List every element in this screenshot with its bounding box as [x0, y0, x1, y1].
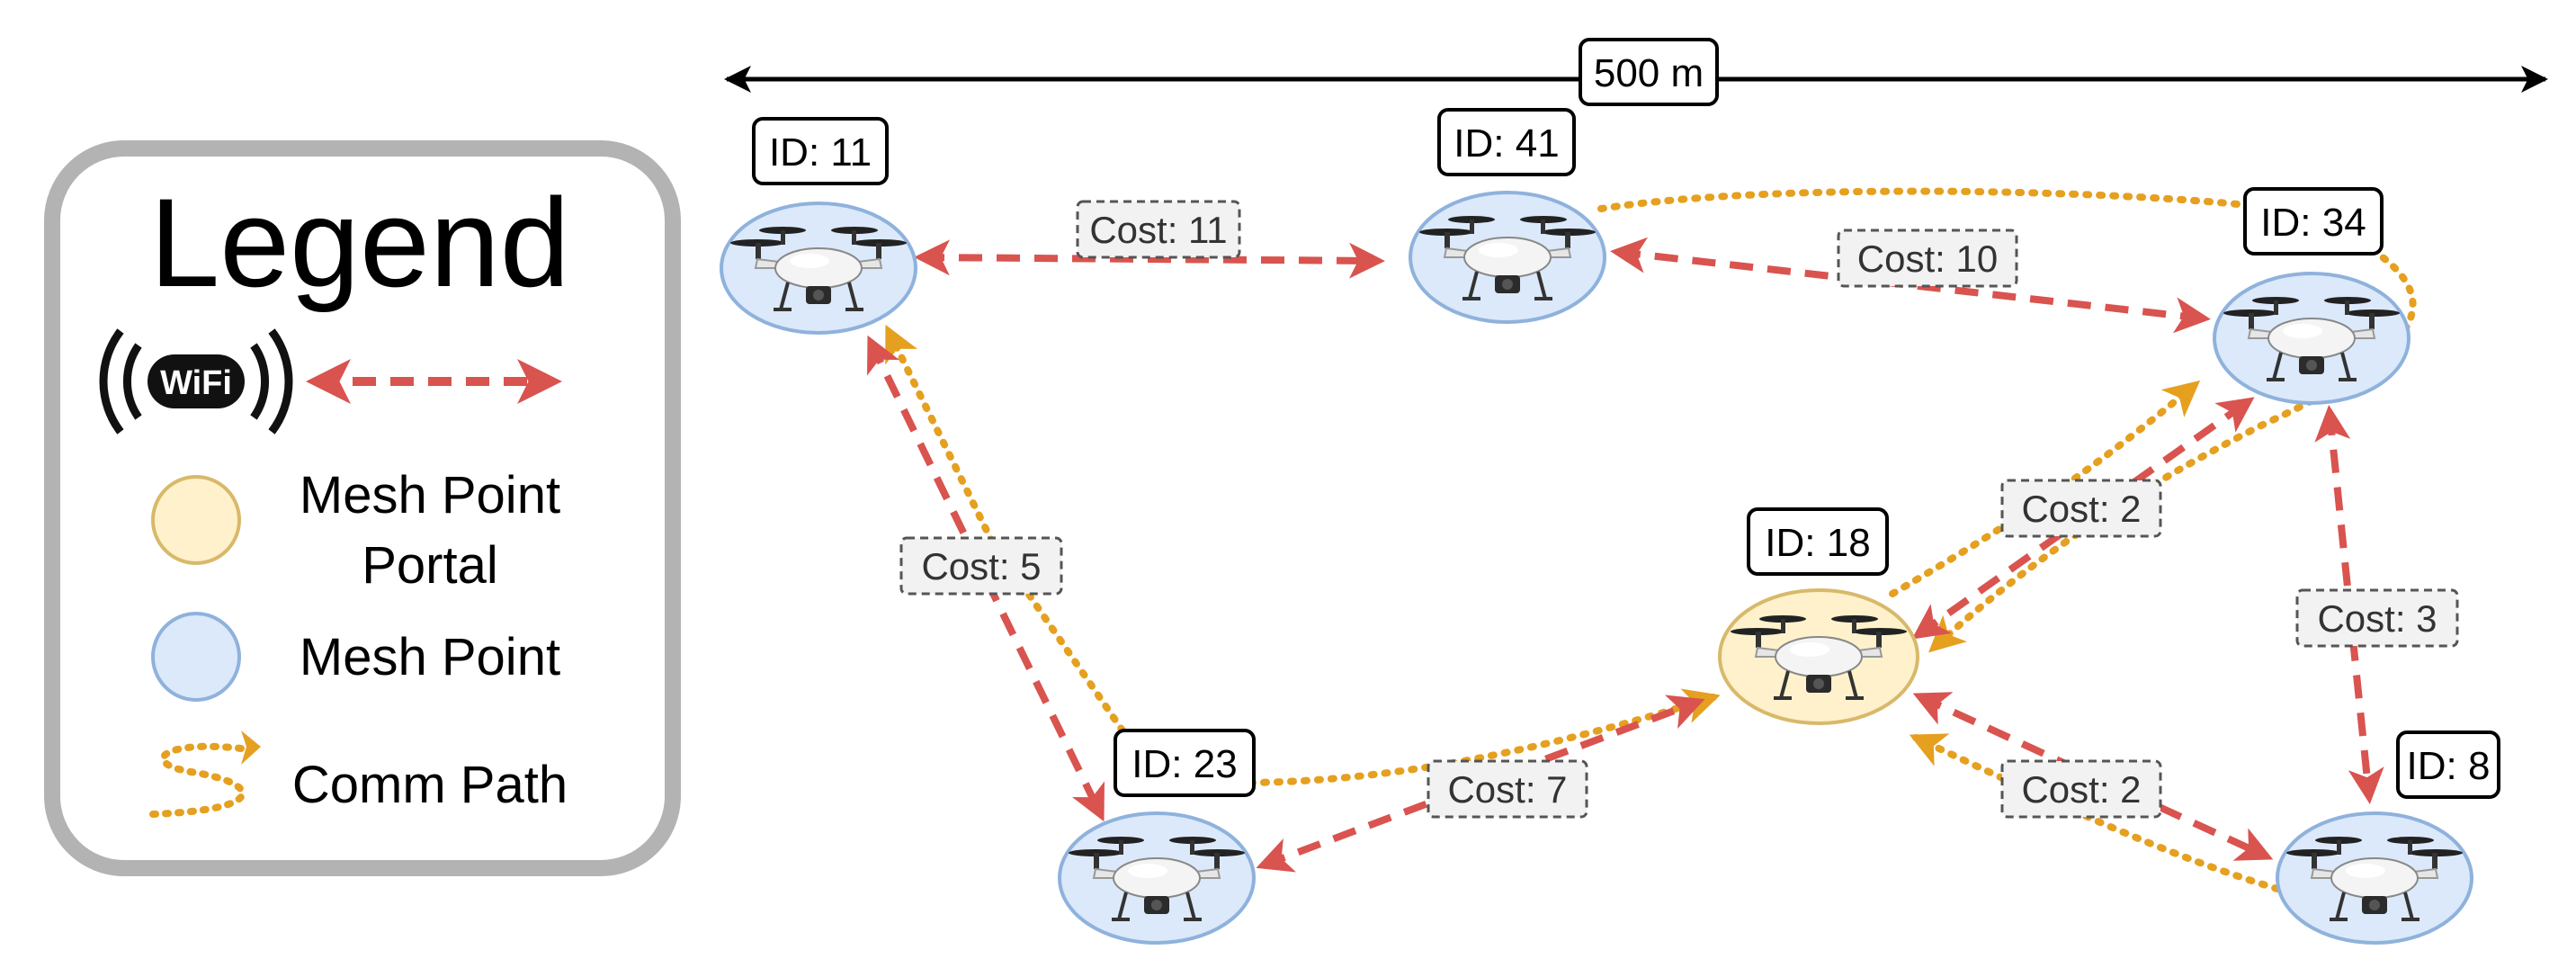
svg-text:Cost: 7: Cost: 7 — [1447, 768, 1567, 811]
legend-comm-path — [149, 742, 246, 818]
svg-text:Cost: 2: Cost: 2 — [2021, 768, 2141, 811]
svg-text:Cost: 11: Cost: 11 — [1089, 209, 1227, 251]
node-11: ID: 11 — [720, 117, 917, 335]
legend-comm-path-label: Comm Path — [292, 756, 568, 814]
svg-text:Cost: 3: Cost: 3 — [2317, 597, 2437, 640]
cost-label-18-8: Cost: 2 — [2000, 759, 2162, 819]
node-34: ID: 34 — [2213, 187, 2411, 405]
cost-label-11-41: Cost: 11 — [1076, 200, 1241, 259]
legend-mesh-point-circle — [151, 612, 241, 702]
cost-label-18-34: Cost: 2 — [2000, 479, 2162, 538]
legend-comm-path-arrowhead — [241, 731, 261, 765]
node-label-8: ID: 8 — [2407, 744, 2491, 788]
legend: Legend WiFi Mesh Point Portal Mesh Point… — [44, 140, 681, 876]
wifi-badge-text: WiFi — [160, 364, 232, 402]
node-18: ID: 18 — [1718, 507, 1919, 725]
wifi-icon: WiFi — [99, 328, 293, 435]
node-label-11: ID: 11 — [769, 130, 872, 175]
node-41: ID: 41 — [1409, 108, 1606, 324]
legend-portal-label-line1: Mesh Point — [300, 466, 560, 524]
cost-label-41-34: Cost: 10 — [1837, 229, 2018, 288]
svg-text:Cost: 2: Cost: 2 — [2021, 488, 2141, 530]
node-label-41: ID: 41 — [1453, 121, 1559, 166]
legend-mesh-point-label: Mesh Point — [300, 628, 560, 686]
cost-label-11-23: Cost: 5 — [899, 536, 1063, 596]
link-11-23 — [867, 335, 1105, 822]
svg-text:Cost: 5: Cost: 5 — [921, 545, 1041, 587]
cost-label-34-8: Cost: 3 — [2295, 588, 2459, 648]
node-label-18: ID: 18 — [1765, 521, 1870, 565]
node-label-23: ID: 23 — [1131, 742, 1237, 786]
node-23: ID: 23 — [1058, 729, 1256, 945]
legend-portal-circle — [151, 475, 241, 565]
scale-label: 500 m — [1594, 51, 1704, 95]
legend-portal-label-line2: Portal — [362, 536, 498, 595]
svg-text:Cost: 10: Cost: 10 — [1857, 238, 1998, 280]
node-8: ID: 8 — [2276, 731, 2500, 945]
comm-path-23-to-11 — [885, 324, 1126, 734]
scale-label-box — [1579, 38, 1719, 106]
node-label-34: ID: 34 — [2260, 201, 2366, 245]
link-41-34 — [1610, 237, 2211, 334]
legend-title: Legend — [149, 172, 569, 313]
link-11-41 — [914, 239, 1385, 279]
cost-label-23-18: Cost: 7 — [1427, 759, 1588, 819]
